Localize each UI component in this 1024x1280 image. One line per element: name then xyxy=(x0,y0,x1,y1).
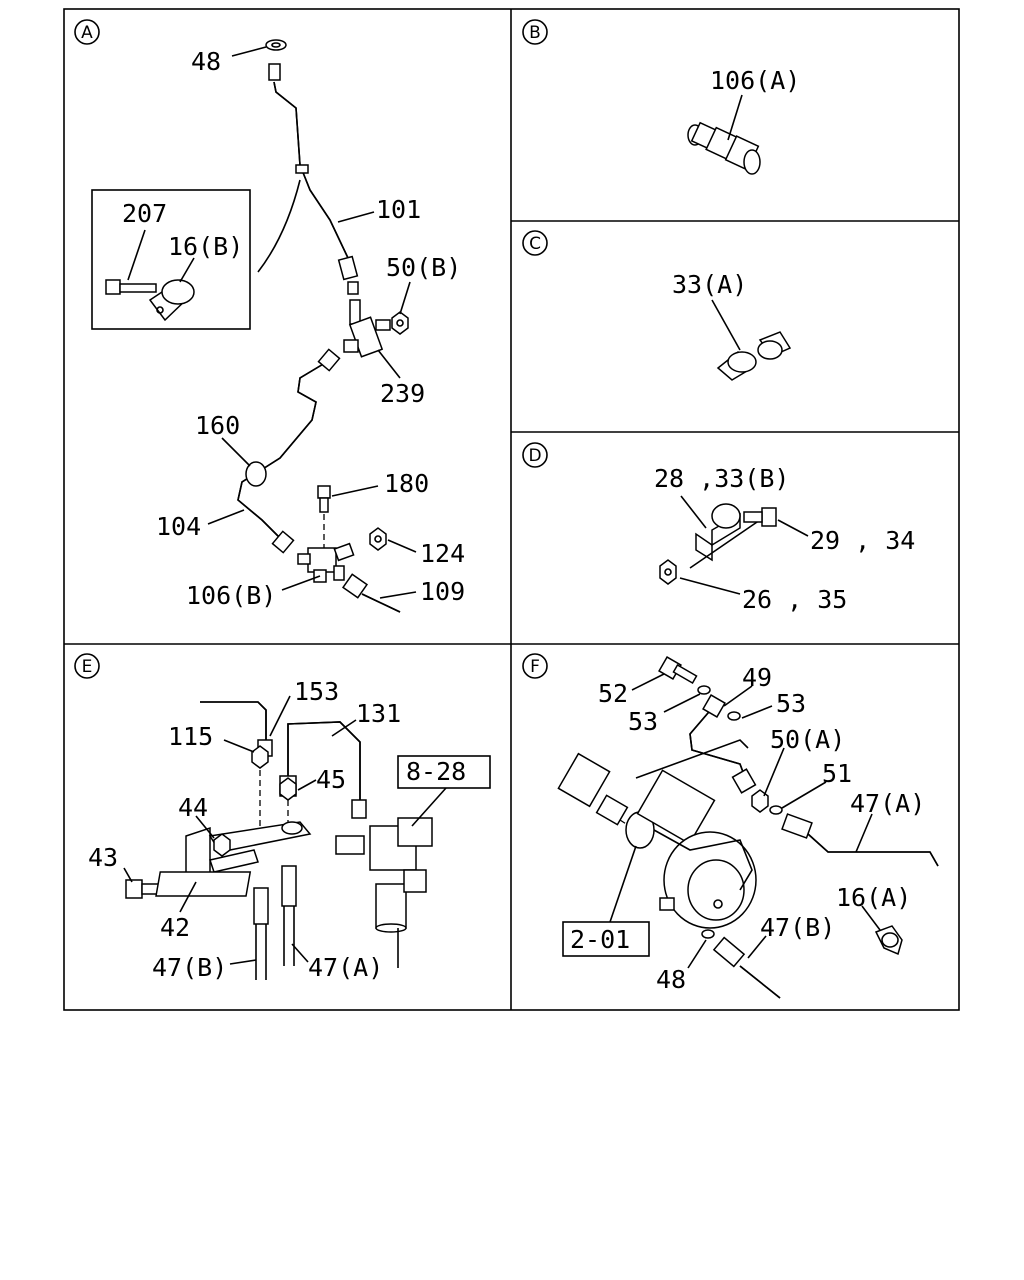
callout-43: 43 xyxy=(88,843,118,872)
panel-a-labels: 48 101 207 16(B) 50(B) 239 160 180 104 1… xyxy=(122,47,465,610)
callout-47b-f: 47(B) xyxy=(760,913,835,942)
panel-badge-e: E xyxy=(74,653,100,679)
callout-207: 207 xyxy=(122,199,167,228)
panel-a-drawing xyxy=(91,39,409,613)
panel-b-drawing: 106(A) xyxy=(687,66,800,175)
bolt-icon xyxy=(105,279,157,295)
connector-icon xyxy=(687,121,761,175)
callout-16b: 16(B) xyxy=(168,232,243,261)
callout-52: 52 xyxy=(598,679,628,708)
callout-48-f: 48 xyxy=(656,965,686,994)
callout-8-28-ref: 8-28 xyxy=(406,757,466,786)
bolt-icon xyxy=(689,507,777,569)
bolt-icon xyxy=(658,656,698,684)
washer-icon xyxy=(697,685,711,695)
nut-icon xyxy=(213,833,231,857)
panel-badge-a: A xyxy=(74,19,100,45)
callout-2-01-ref: 2-01 xyxy=(570,925,630,954)
nut-icon xyxy=(391,311,409,335)
callout-180: 180 xyxy=(384,469,429,498)
callout-239: 239 xyxy=(380,379,425,408)
callout-106b: 106(B) xyxy=(186,581,276,610)
panel-c-drawing: 33(A) xyxy=(672,270,792,381)
callout-153: 153 xyxy=(294,677,339,706)
connector-icon xyxy=(337,255,359,281)
washer-icon xyxy=(769,805,783,815)
panel-e-drawing: 153 131 115 45 8-28 44 43 42 47(B) 47(A) xyxy=(88,677,491,982)
connector-icon xyxy=(268,63,281,81)
callout-115: 115 xyxy=(168,722,213,751)
panel-badge-d: D xyxy=(522,442,548,468)
callout-109: 109 xyxy=(420,577,465,606)
cross-fitting-icon xyxy=(297,542,355,583)
callout-50b: 50(B) xyxy=(386,253,461,282)
panel-frames xyxy=(63,8,960,1011)
callout-42: 42 xyxy=(160,913,190,942)
nut-icon xyxy=(659,559,677,585)
panel-badge-f: F xyxy=(522,653,548,679)
clamp-icon xyxy=(148,278,195,322)
svg-text:D: D xyxy=(528,446,541,466)
callout-47a-f: 47(A) xyxy=(850,789,925,818)
washer-icon xyxy=(265,39,287,51)
svg-text:E: E xyxy=(82,657,93,677)
svg-text:B: B xyxy=(529,23,541,43)
callout-16a: 16(A) xyxy=(836,883,911,912)
callout-104: 104 xyxy=(156,512,201,541)
washer-icon xyxy=(727,711,741,721)
clamp-icon xyxy=(874,925,903,956)
callout-44: 44 xyxy=(178,793,208,822)
callout-47a: 47(A) xyxy=(308,953,383,982)
callout-48: 48 xyxy=(191,47,221,76)
tee-fitting-icon xyxy=(343,299,391,358)
svg-text:A: A xyxy=(81,23,93,43)
callout-131: 131 xyxy=(356,699,401,728)
callout-45: 45 xyxy=(316,765,346,794)
callout-101: 101 xyxy=(376,195,421,224)
pump-icon xyxy=(557,752,757,929)
panel-d-drawing: 28 ,33(B) 29 , 34 26 , 35 xyxy=(654,464,915,614)
grommet-icon xyxy=(245,461,267,487)
callout-29-34: 29 , 34 xyxy=(810,526,915,555)
nut-icon xyxy=(369,527,387,551)
callout-53-right: 53 xyxy=(776,689,806,718)
washer-icon xyxy=(701,929,715,939)
clamp-icon xyxy=(295,164,309,174)
callout-160: 160 xyxy=(195,411,240,440)
panel-badge-c: C xyxy=(522,230,548,256)
svg-text:F: F xyxy=(530,657,540,677)
bracket-icon xyxy=(695,503,741,562)
callout-50a: 50(A) xyxy=(770,725,845,754)
clamp-icon xyxy=(716,331,792,381)
svg-text:C: C xyxy=(529,234,541,254)
callout-26-35: 26 , 35 xyxy=(742,585,847,614)
callout-106a: 106(A) xyxy=(710,66,800,95)
callout-124: 124 xyxy=(420,539,465,568)
callout-53-left: 53 xyxy=(628,707,658,736)
panel-badge-b: B xyxy=(522,19,548,45)
callout-47b: 47(B) xyxy=(152,953,227,982)
panel-f-drawing: 52 49 53 53 50(A) 51 47(A) 2-01 16(A) 47… xyxy=(557,656,939,999)
callout-28-33b: 28 ,33(B) xyxy=(654,464,789,493)
callout-51: 51 xyxy=(822,759,852,788)
callout-33a: 33(A) xyxy=(672,270,747,299)
panel-a-leaders xyxy=(127,46,417,599)
callout-49: 49 xyxy=(742,663,772,692)
